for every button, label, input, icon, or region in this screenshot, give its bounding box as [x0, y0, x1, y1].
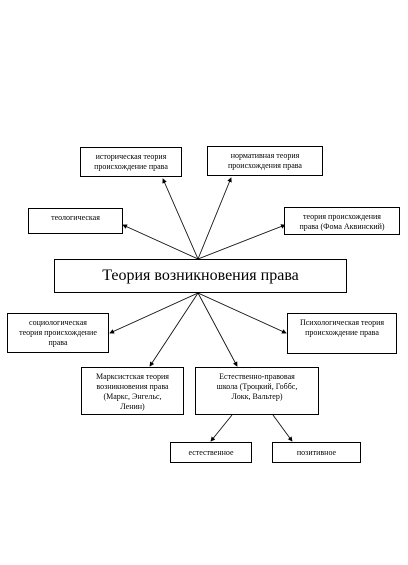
arrow-to-normative: [197, 177, 232, 260]
arrow-to-marxist: [149, 292, 199, 367]
node-natural: естественное: [170, 442, 252, 463]
node-sociological-theory: социологическая теория происхождение пра…: [7, 313, 109, 353]
node-positive: позитивное: [272, 442, 361, 463]
arrow-to-sociological: [109, 292, 199, 334]
arrow-to-theological: [122, 224, 199, 260]
arrow-to-natural-law: [197, 292, 238, 367]
node-marxist-theory: Марксистская теория возникновения права …: [81, 367, 184, 415]
node-main-title: Теория возникновения права: [54, 259, 347, 293]
node-natural-law-school: Естественно-правовая школа (Троцкий, Гоб…: [195, 367, 319, 415]
node-historical-theory: историческая теория происхождение права: [80, 147, 182, 177]
arrow-to-psychological: [197, 292, 287, 334]
node-normative-theory: нормативная теория происхождения права: [207, 146, 323, 176]
arrow-to-historical: [162, 178, 199, 260]
arrow-to-aquinas: [197, 224, 286, 260]
node-psychological-theory: Психологическая теория происхождение пра…: [287, 313, 397, 354]
node-theological-theory: теологическая: [28, 208, 123, 234]
node-aquinas-theory: теория происхождения права (Фома Аквинск…: [284, 207, 400, 235]
arrow-to-positive: [272, 414, 293, 442]
arrow-to-natural: [210, 414, 233, 442]
